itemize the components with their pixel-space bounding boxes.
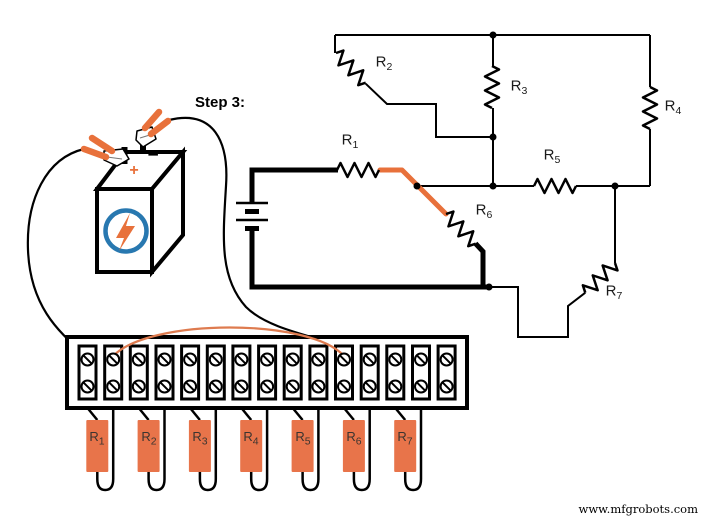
resistor-bank [86, 407, 423, 492]
resistor-r1 [86, 407, 115, 492]
resistor-r2 [137, 407, 166, 492]
clip-handle [147, 117, 172, 138]
schematic-wire-r7-bottom [489, 286, 586, 338]
schematic-label-r6: R6 [475, 201, 493, 221]
resistor-loop-lead [403, 408, 423, 492]
clip-jaw-detail [106, 156, 123, 160]
junction-dot [413, 182, 421, 190]
resistor-symbol-r3 [483, 64, 501, 110]
junction-dot [485, 283, 493, 291]
schematic-thick-wire-r6-lead [473, 241, 486, 289]
resistor-symbol-r2 [335, 49, 367, 87]
resistor-label-r4: R4 [243, 428, 259, 448]
resistor-label-r5: R5 [295, 428, 311, 448]
alligator-clip-positive [80, 134, 130, 167]
schematic-wire-r2-out [365, 82, 493, 138]
junction-dot [489, 133, 497, 141]
resistor-body [291, 420, 314, 472]
resistor-loop-lead [147, 408, 166, 492]
battery-lead-wire-left [26, 147, 89, 357]
junction-dot [489, 182, 497, 190]
resistor-loop-lead [96, 408, 115, 492]
resistor-body [137, 420, 160, 472]
resistor-symbol-r1 [335, 161, 381, 179]
resistor-lead [291, 407, 304, 421]
resistor-loop-lead [352, 408, 371, 492]
resistor-r4 [240, 407, 269, 492]
resistor-symbol-r7 [581, 262, 619, 294]
terminal-strip [65, 326, 469, 410]
schematic [236, 31, 659, 338]
resistor-lead [394, 407, 407, 421]
schematic-thick-wire-top [249, 167, 338, 203]
schematic-label-r2: R2 [375, 53, 393, 73]
resistor-r6 [342, 407, 371, 492]
schematic-label-r3: R3 [510, 77, 528, 97]
watermark: www.mfgrobots.com [578, 502, 699, 516]
resistor-label-r3: R3 [192, 428, 208, 448]
resistor-body [188, 420, 211, 472]
battery-illustration [26, 108, 371, 358]
resistor-symbol-r6 [445, 210, 477, 248]
resistor-lead [343, 407, 355, 421]
junction-dot [489, 31, 497, 39]
resistor-label-r2: R2 [141, 428, 157, 448]
resistor-label-r7: R7 [397, 428, 413, 448]
clip-handle [80, 145, 110, 161]
resistor-r3 [188, 407, 218, 492]
resistor-body [394, 420, 417, 472]
resistor-loop-lead [249, 408, 269, 492]
resistor-symbol-r4 [641, 85, 659, 131]
resistor-body [86, 420, 109, 472]
resistor-r5 [291, 407, 320, 492]
negative-sign: − [147, 145, 159, 166]
junction-dot [611, 182, 619, 190]
resistor-symbol-r5 [532, 177, 578, 195]
resistor-r7 [394, 407, 423, 492]
resistor-label-r6: R6 [346, 428, 362, 448]
schematic-label-r1: R1 [341, 131, 359, 151]
highlighted-wire-r1-r6 [377, 167, 449, 217]
resistor-loop-lead [198, 408, 218, 492]
resistor-lead [189, 407, 201, 421]
resistor-body [240, 420, 263, 472]
resistor-body [342, 420, 365, 472]
schematic-label-r5: R5 [543, 146, 561, 166]
schematic-label-r7: R7 [605, 282, 623, 302]
schematic-label-r4: R4 [664, 97, 682, 117]
step-label: Step 3: [195, 94, 246, 111]
clip-handle [88, 134, 116, 155]
clip-handle [141, 108, 163, 132]
battery-symbol [236, 201, 268, 231]
resistor-label-r1: R1 [89, 428, 105, 448]
lightning-bolt-icon [116, 213, 135, 251]
resistor-loop-lead [301, 408, 320, 492]
schematic-thick-wire-bottom [249, 228, 489, 290]
resistor-lead [240, 407, 253, 421]
positive-sign: + [129, 162, 139, 179]
resistor-lead [137, 407, 150, 421]
alligator-clip-negative [135, 108, 172, 148]
battery-lead-wire-right [168, 116, 371, 358]
resistor-lead [86, 407, 99, 421]
jumper-wire [112, 326, 345, 357]
